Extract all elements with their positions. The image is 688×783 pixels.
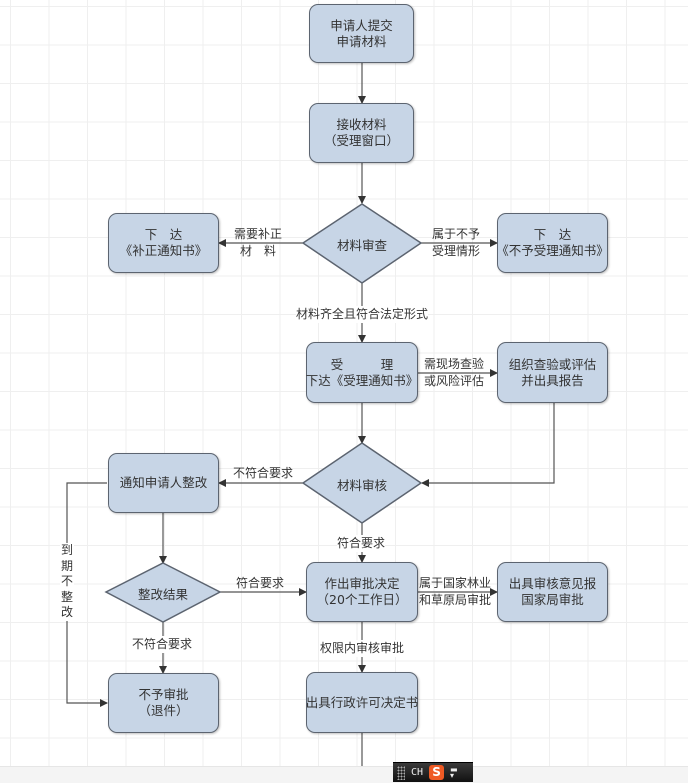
node-reject-line1: 下 达 <box>533 227 572 242</box>
diamond-review-materials <box>301 203 423 284</box>
label-overdue: 到 期 不 整 改 <box>60 543 74 621</box>
node-national-line1: 出具审核意见报 <box>508 576 597 591</box>
label-national-scope: 属于国家林业 和草原局审批 <box>419 576 492 607</box>
overdue-char-1: 到 <box>60 543 73 557</box>
node-national-report: 出具审核意见报 国家局审批 <box>497 562 608 622</box>
label-within-authority: 权限内审核审批 <box>320 640 405 657</box>
node-submit-line2: 申请材料 <box>336 33 387 49</box>
label-audit-fail: 不符合要求 <box>233 466 294 480</box>
node-permit-line1: 出具行政许可决定书 <box>305 694 419 710</box>
edge-inspection-audit <box>421 403 555 487</box>
drag-grip-icon[interactable] <box>397 765 405 780</box>
label-not-acceptable: 属于不予 受理情形 <box>432 227 481 258</box>
ime-language-toggle[interactable]: CH <box>411 767 424 778</box>
taskbar <box>0 766 688 783</box>
node-decision-line1: 作出审批决定 <box>324 576 400 591</box>
node-decision-line2: （20个工作日） <box>316 592 408 607</box>
node-deny-line2: （退件） <box>138 703 189 718</box>
node-permit: 出具行政许可决定书 <box>306 672 418 733</box>
node-submit: 申请人提交 申请材料 <box>309 4 414 63</box>
node-inspection-line2: 并出具报告 <box>521 372 584 388</box>
node-reject-notice: 下 达 《不予受理通知书》 <box>496 213 609 273</box>
flowchart-canvas: 申请人提交 申请材料 接收材料 （受理窗口） 下 达 《补正通知书》 下 达 《… <box>0 0 688 766</box>
node-deny: 不予审批 （退件） <box>108 673 219 733</box>
node-receive-line1: 接收材料 <box>336 117 387 132</box>
sogou-logo-icon[interactable]: S <box>429 765 445 780</box>
overdue-char-2: 期 <box>60 558 73 573</box>
node-supplement-line2: 《补正通知书》 <box>119 243 208 258</box>
node-submit-line1: 申请人提交 <box>330 17 393 33</box>
node-inspection-line1: 组织查验或评估 <box>508 356 597 372</box>
node-decision: 作出审批决定 （20个工作日） <box>306 562 418 622</box>
node-receive: 接收材料 （受理窗口） <box>309 103 414 163</box>
node-accept: 受 理 下达《受理通知书》 <box>306 342 418 403</box>
label-rectify-fail: 不符合要求 <box>132 636 193 653</box>
node-national-line2: 国家局审批 <box>521 592 584 607</box>
ime-toolbar[interactable]: CH S ▬▾ <box>393 762 473 782</box>
node-notify-rectify: 通知申请人整改 <box>108 453 219 513</box>
diamond-audit-materials <box>301 442 423 524</box>
diamond-rectify-result <box>104 562 222 623</box>
label-need-supplement: 需要补正 材 料 <box>234 227 283 258</box>
diamond-rectify-label: 整改结果 <box>137 587 188 602</box>
node-receive-line2: （受理窗口） <box>323 133 399 148</box>
node-reject-line2: 《不予受理通知书》 <box>496 243 609 258</box>
node-supplement-line1: 下 达 <box>144 227 183 242</box>
node-accept-line1: 受 理 <box>330 356 394 372</box>
label-need-inspection: 需现场查验 或风险评估 <box>424 357 485 388</box>
node-supplement-notice: 下 达 《补正通知书》 <box>108 213 219 273</box>
node-notify-line1: 通知申请人整改 <box>119 475 208 490</box>
label-complete: 材料齐全且符合法定形式 <box>296 306 429 323</box>
overdue-char-4: 整 <box>60 589 73 604</box>
diamond-audit-label: 材料审核 <box>336 478 387 493</box>
diamond-review-label: 材料审查 <box>336 238 387 253</box>
node-deny-line1: 不予审批 <box>138 687 189 702</box>
overdue-char-5: 改 <box>60 605 73 619</box>
overdue-char-3: 不 <box>60 574 73 588</box>
node-inspection: 组织查验或评估 并出具报告 <box>497 342 608 403</box>
label-rectify-pass: 符合要求 <box>236 576 285 590</box>
ime-menu-icon[interactable]: ▬▾ <box>450 764 458 780</box>
label-audit-pass: 符合要求 <box>337 535 386 552</box>
node-accept-line2: 下达《受理通知书》 <box>305 372 419 388</box>
